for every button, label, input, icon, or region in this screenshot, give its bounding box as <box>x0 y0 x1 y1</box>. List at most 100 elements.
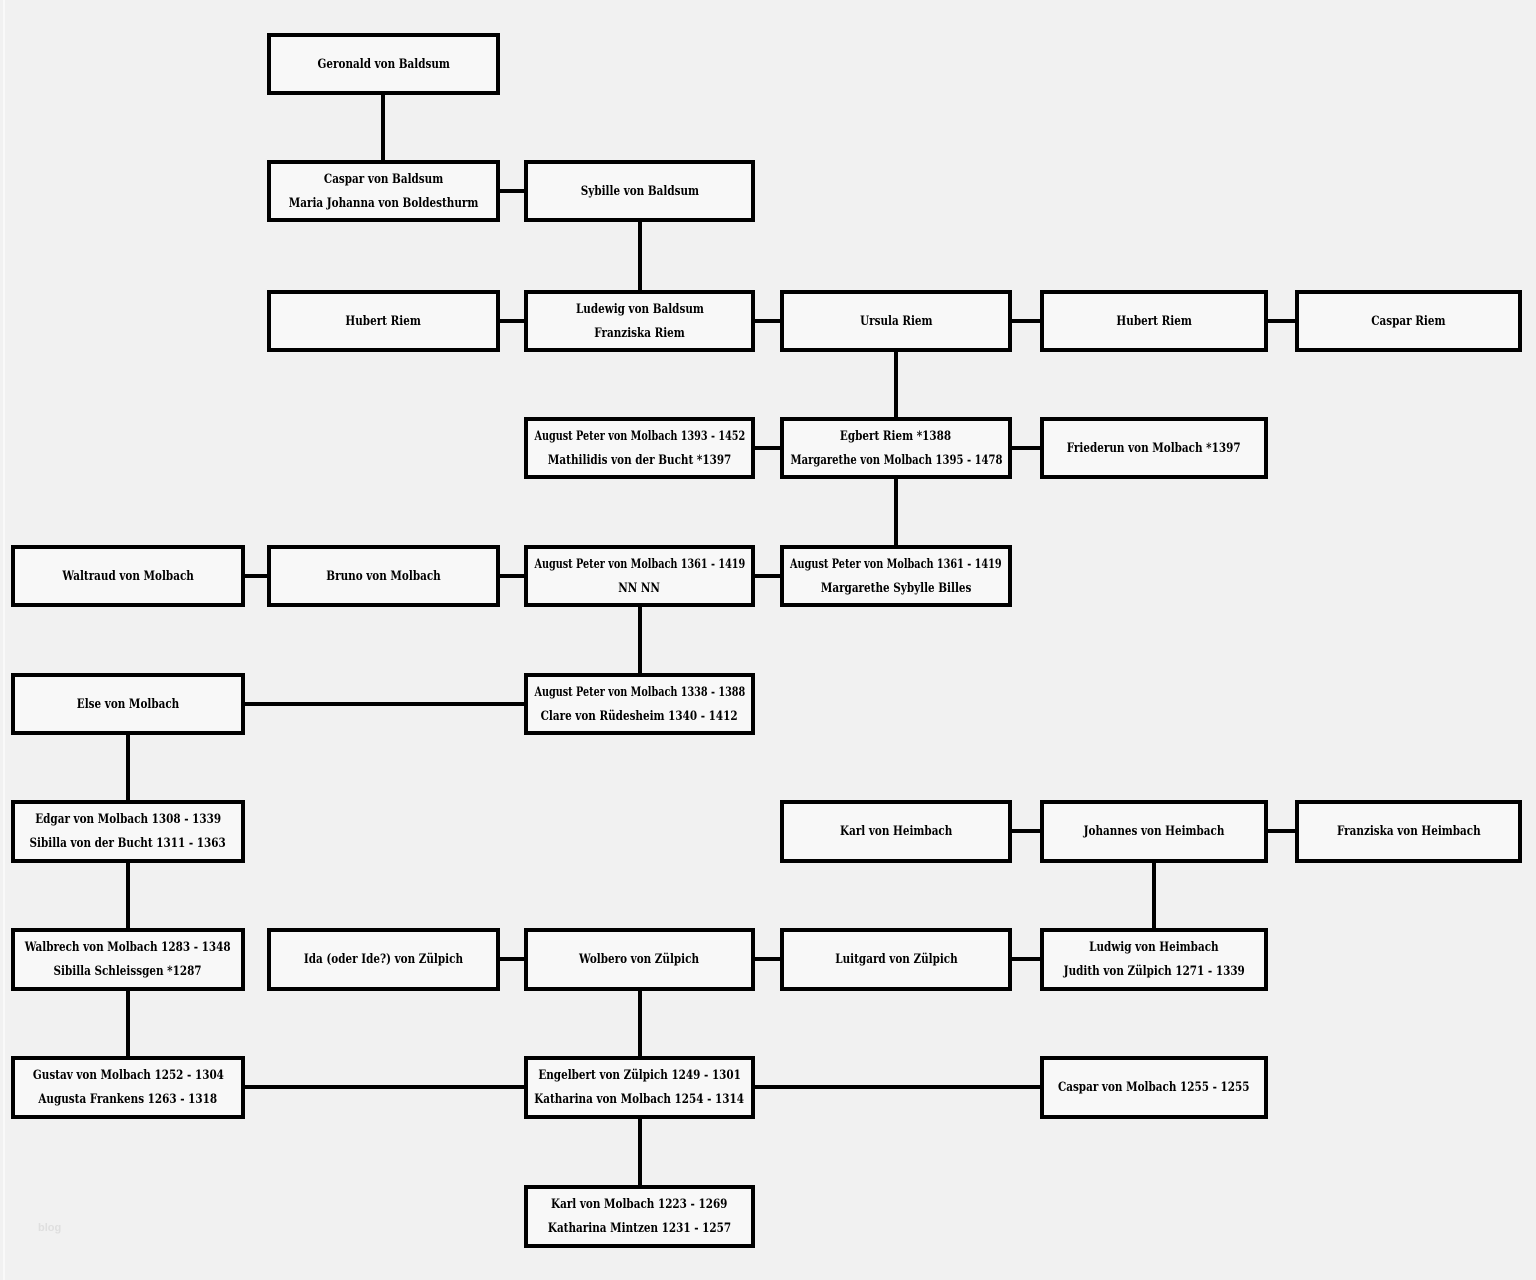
person-name-line: August Peter von Molbach 1361 - 1419 <box>534 556 745 572</box>
connector-horizontal <box>755 1085 1040 1089</box>
person-box-bruno-von-molbach: Bruno von Molbach <box>267 545 500 607</box>
connector-horizontal <box>500 957 524 961</box>
person-name-line: Margarethe Sybylle Billes <box>820 580 972 596</box>
connector-vertical <box>381 95 385 160</box>
person-name-line: Ursula Riem <box>859 313 933 329</box>
connector-horizontal <box>1012 829 1040 833</box>
person-box-august-peter-1361-nn: August Peter von Molbach 1361 - 1419 NN N… <box>524 545 755 607</box>
person-box-geronald-von-baldsum: Geronald von Baldsum <box>267 33 500 95</box>
person-name-line: Karl von Heimbach <box>839 824 953 839</box>
connector-vertical <box>638 222 642 290</box>
person-box-caspar-von-molbach: Caspar von Molbach 1255 - 1255 <box>1040 1056 1268 1119</box>
connector-vertical <box>1152 863 1156 928</box>
connector-horizontal <box>500 319 524 323</box>
connector-horizontal <box>245 702 524 706</box>
person-name-line: NN NN <box>618 580 661 596</box>
person-name-line: Ida (oder Ide?) von Zülpich <box>303 952 464 967</box>
connector-horizontal <box>1268 829 1295 833</box>
connector-vertical <box>894 479 898 545</box>
person-name-line: Judith von Zülpich 1271 - 1339 <box>1063 964 1245 979</box>
person-name-line: Franziska von Heimbach <box>1336 824 1481 839</box>
person-box-hubert-riem-1: Hubert Riem <box>267 290 500 352</box>
person-name-line: Edgar von Molbach 1308 - 1339 <box>35 812 221 827</box>
person-name-line: Engelbert von Zülpich 1249 - 1301 <box>538 1068 741 1083</box>
person-name-line: Augusta Frankens 1263 - 1318 <box>38 1092 218 1107</box>
person-name-line: Hubert Riem <box>345 313 422 329</box>
person-box-johannes-von-heimbach: Johannes von Heimbach <box>1040 800 1268 863</box>
person-name-line: Ludewig von Baldsum <box>575 301 704 317</box>
connector-horizontal <box>245 574 267 578</box>
person-name-line: Maria Johanna von Boldesthurm <box>288 195 479 211</box>
person-name-line: Gustav von Molbach 1252 - 1304 <box>32 1068 224 1083</box>
person-box-ursula-riem: Ursula Riem <box>780 290 1012 352</box>
connector-horizontal <box>755 574 780 578</box>
person-box-friederun-von-molbach: Friederun von Molbach *1397 <box>1040 417 1268 479</box>
connector-horizontal <box>755 319 780 323</box>
person-name-line: Margarethe von Molbach 1395 - 1478 <box>789 452 1003 468</box>
person-name-line: Geronald von Baldsum <box>317 56 450 72</box>
person-name-line: Walbrech von Molbach 1283 - 1348 <box>25 940 231 955</box>
person-box-sybille-von-baldsum: Sybille von Baldsum <box>524 160 755 222</box>
person-name-line: Wolbero von Zülpich <box>579 952 700 967</box>
person-name-line: Waltraud von Molbach <box>62 568 194 584</box>
connector-vertical <box>126 863 130 928</box>
person-name-line: August Peter von Molbach 1361 - 1419 <box>790 556 1002 572</box>
watermark: blog <box>38 1222 62 1234</box>
person-name-line: August Peter von Molbach 1338 - 1388 <box>534 684 745 700</box>
person-box-karl-von-heimbach: Karl von Heimbach <box>780 800 1012 863</box>
person-name-line: Karl von Molbach 1223 - 1269 <box>551 1197 728 1212</box>
person-name-line: Luitgard von Zülpich <box>834 952 958 967</box>
person-name-line: Mathilidis von der Bucht *1397 <box>547 452 732 468</box>
person-name-line: Franziska Riem <box>594 325 685 341</box>
person-box-wolbero-von-zuelpich: Wolbero von Zülpich <box>524 928 755 991</box>
connector-horizontal <box>1012 319 1040 323</box>
person-box-caspar-riem: Caspar Riem <box>1295 290 1522 352</box>
person-box-franziska-von-heimbach: Franziska von Heimbach <box>1295 800 1522 863</box>
connector-horizontal <box>500 189 524 193</box>
connector-vertical <box>894 352 898 417</box>
person-name-line: Caspar von Baldsum <box>323 171 444 187</box>
person-name-line: August Peter von Molbach 1393 - 1452 <box>534 428 745 444</box>
person-name-line: Bruno von Molbach <box>326 568 441 584</box>
connector-horizontal <box>500 574 524 578</box>
connector-vertical <box>638 991 642 1056</box>
connector-vertical <box>126 991 130 1056</box>
person-name-line: Katharina Mintzen 1231 - 1257 <box>547 1221 732 1236</box>
left-edge-highlight <box>3 0 5 1280</box>
person-box-else-von-molbach: Else von Molbach <box>11 673 245 735</box>
person-name-line: Johannes von Heimbach <box>1083 824 1225 839</box>
connector-horizontal <box>755 957 780 961</box>
person-box-luitgard-von-zuelpich: Luitgard von Zülpich <box>780 928 1012 991</box>
person-name-line: Sibilla Schleissgen *1287 <box>53 964 203 979</box>
connector-vertical <box>638 607 642 673</box>
person-name-line: Egbert Riem *1388 <box>840 428 952 444</box>
connector-horizontal <box>245 1085 524 1089</box>
person-box-ida-von-zuelpich: Ida (oder Ide?) von Zülpich <box>267 928 500 991</box>
connector-vertical <box>638 1119 642 1185</box>
connector-horizontal <box>755 446 780 450</box>
person-box-waltraud-von-molbach: Waltraud von Molbach <box>11 545 245 607</box>
connector-horizontal <box>1012 957 1040 961</box>
person-name-line: Ludwig von Heimbach <box>1089 940 1219 955</box>
person-name-line: Friederun von Molbach *1397 <box>1067 440 1241 456</box>
connector-horizontal <box>1012 446 1040 450</box>
person-name-line: Hubert Riem <box>1116 313 1192 329</box>
person-box-hubert-riem-2: Hubert Riem <box>1040 290 1268 352</box>
person-name-line: Katharina von Molbach 1254 - 1314 <box>534 1092 745 1107</box>
person-name-line: Clare von Rüdesheim 1340 - 1412 <box>541 708 738 724</box>
person-name-line: Sybille von Baldsum <box>580 183 699 199</box>
connector-horizontal <box>1268 319 1295 323</box>
